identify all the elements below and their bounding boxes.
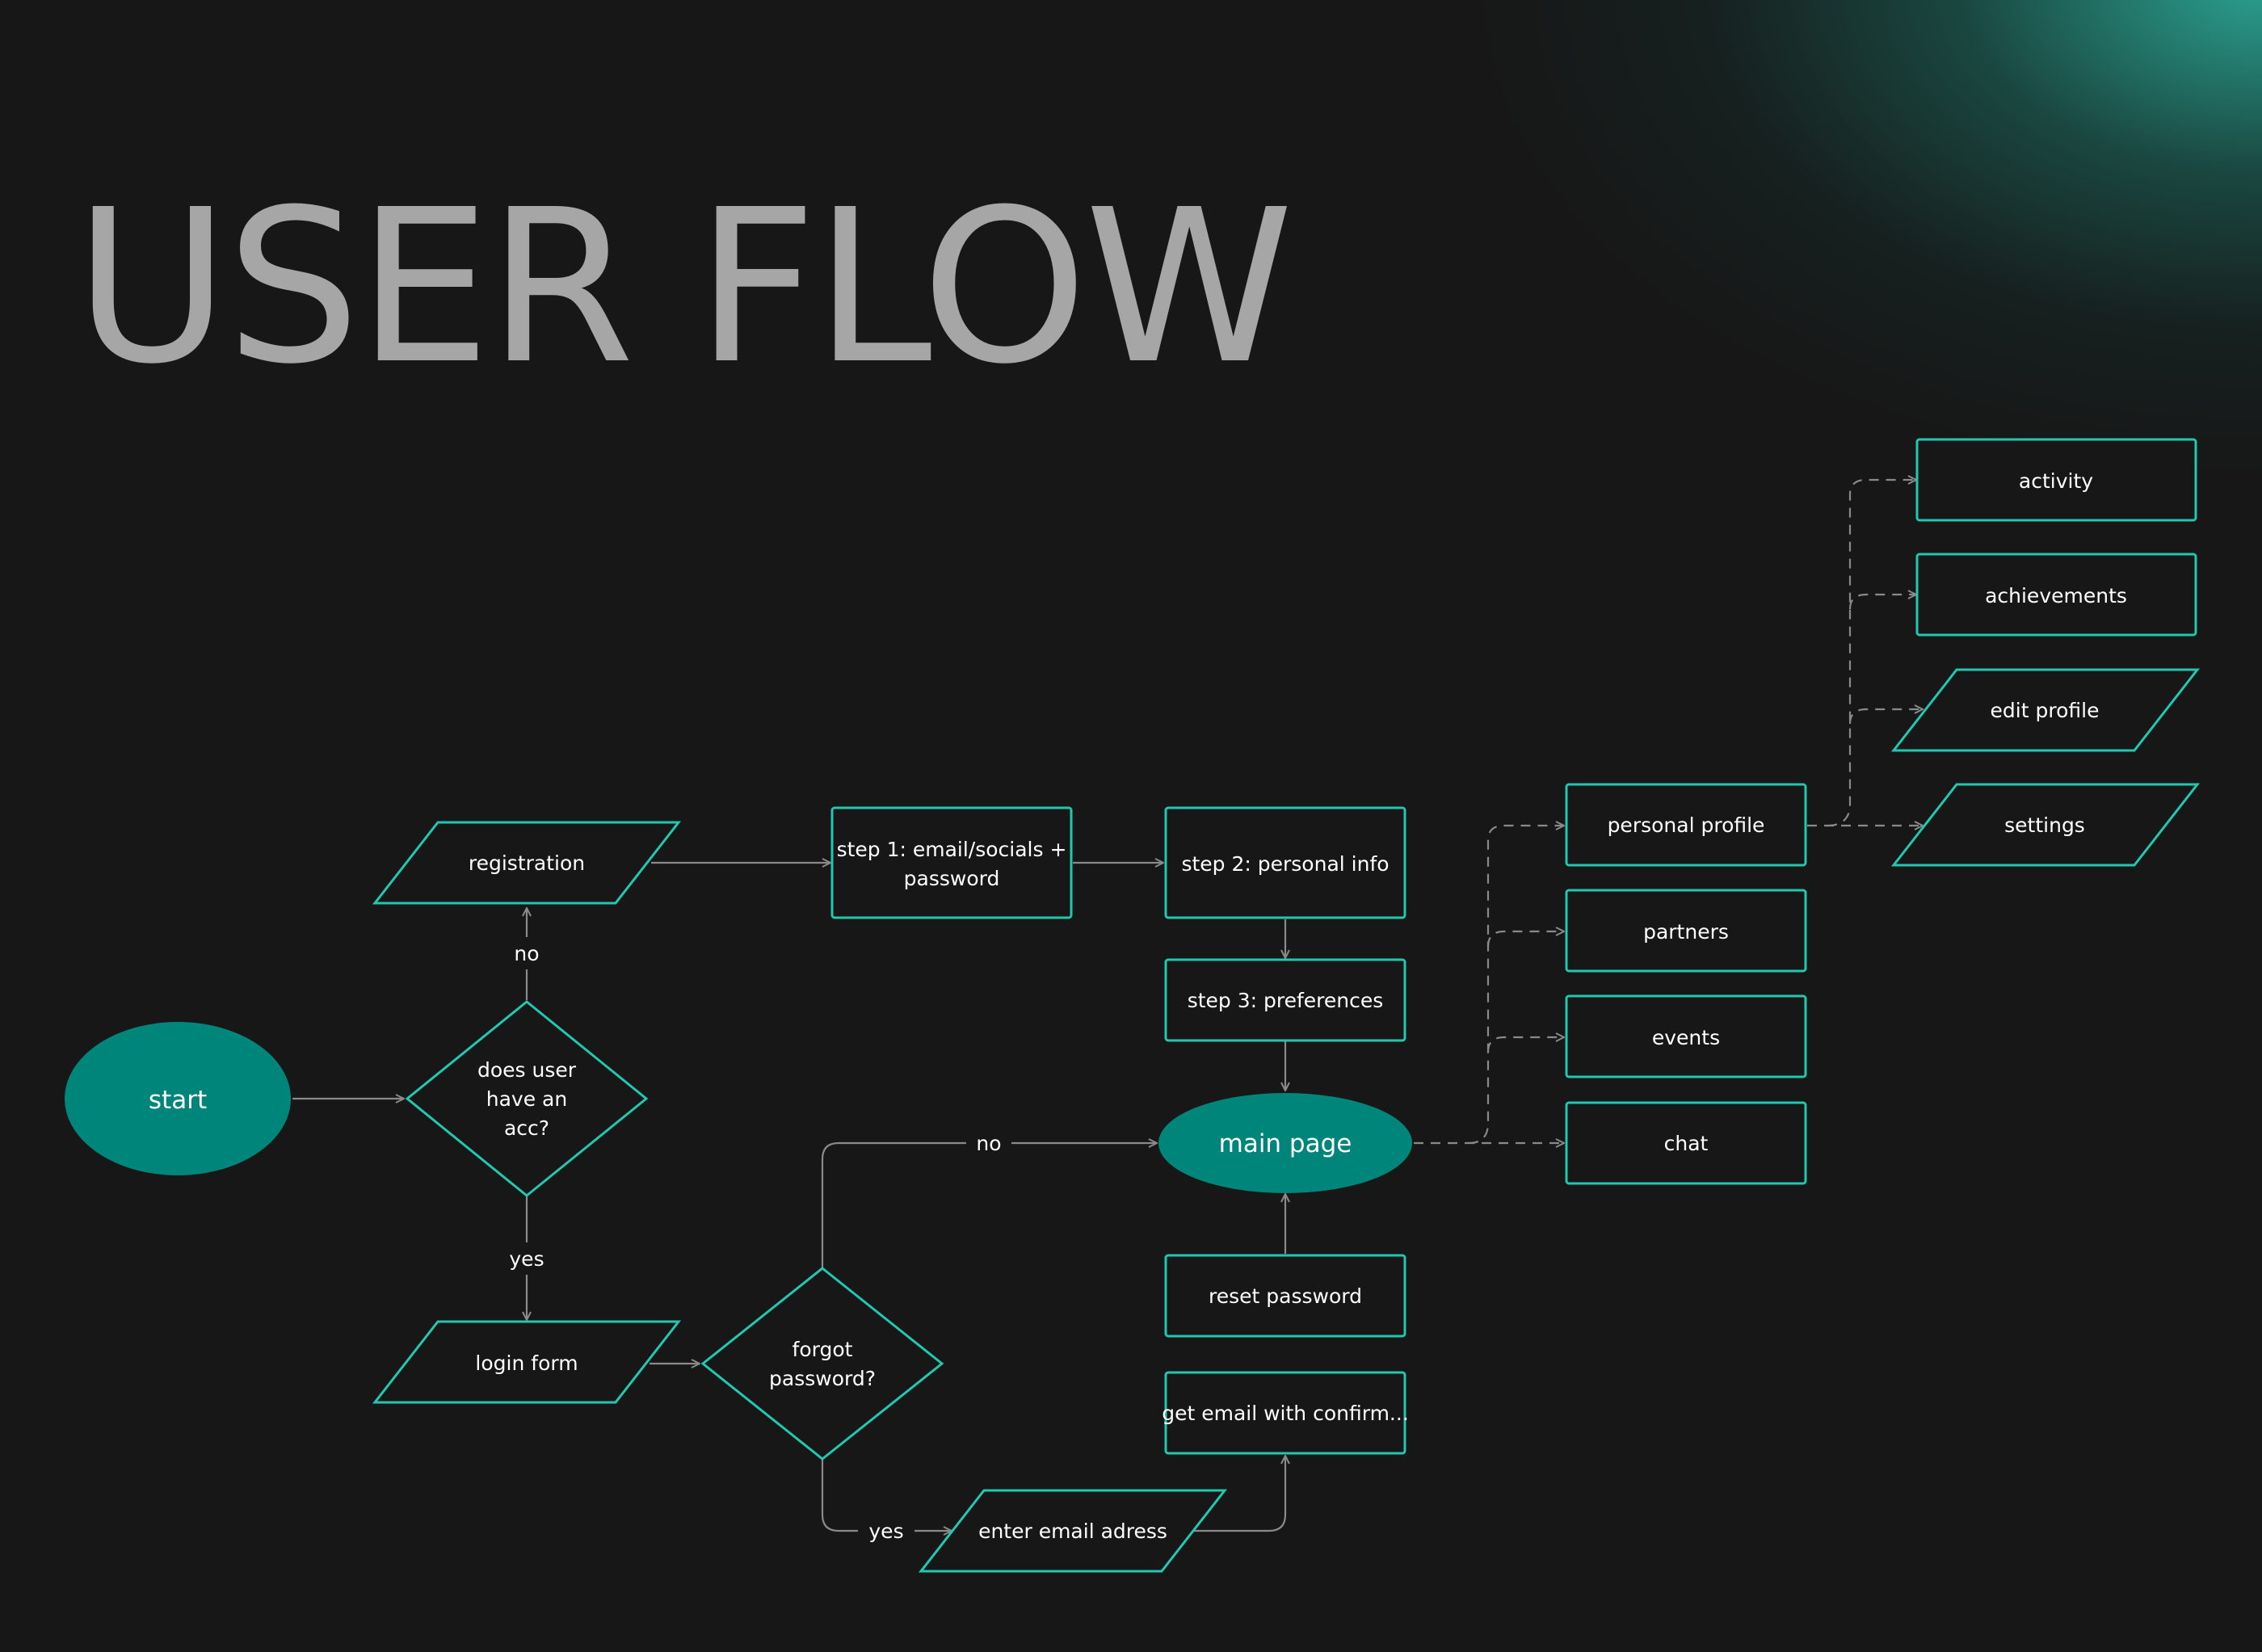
label-no-registration: no xyxy=(514,942,539,965)
node-edit-profile-label: edit profile xyxy=(1991,699,2100,722)
node-login-form-label: login form xyxy=(475,1351,578,1375)
forgot-line-2: password? xyxy=(769,1367,876,1390)
edge-main-trunk xyxy=(1468,826,1564,1145)
node-personal-profile-label: personal profile xyxy=(1608,813,1765,837)
node-reset-password[interactable]: reset password xyxy=(1164,1254,1406,1338)
label-no-main: no xyxy=(976,1132,1001,1155)
decision-line-1: does user xyxy=(477,1058,577,1082)
node-registration[interactable]: registration xyxy=(372,821,682,905)
node-step3-label: step 3: preferences xyxy=(1188,989,1384,1012)
edges xyxy=(292,480,1923,1531)
node-get-email-label: get email with confirm... xyxy=(1162,1402,1409,1425)
edge-forgot-to-enter-email xyxy=(821,1459,952,1531)
edge-forgot-to-main xyxy=(821,1143,1157,1268)
node-start-label: start xyxy=(149,1086,207,1115)
node-events-label: events xyxy=(1652,1026,1720,1049)
node-settings-label: settings xyxy=(2004,813,2085,837)
node-forgot-password[interactable]: forgot password? xyxy=(700,1267,944,1461)
node-enter-email[interactable]: enter email adress xyxy=(918,1489,1228,1573)
step1-line-2: password xyxy=(904,867,1000,890)
node-step2-label: step 2: personal info xyxy=(1181,852,1389,876)
node-activity-label: activity xyxy=(2019,469,2093,493)
node-does-user-have-acc[interactable]: does user have an acc? xyxy=(405,1000,649,1197)
node-main-page-label: main page xyxy=(1219,1129,1352,1158)
node-login-form[interactable]: login form xyxy=(372,1320,682,1404)
node-events[interactable]: events xyxy=(1565,994,1807,1078)
node-step3[interactable]: step 3: preferences xyxy=(1164,958,1406,1042)
node-get-email[interactable]: get email with confirm... xyxy=(1162,1371,1409,1455)
label-yes-enter-email: yes xyxy=(868,1520,903,1543)
step1-line-1: step 1: email/socials + xyxy=(837,838,1067,861)
node-step1[interactable]: step 1: email/socials + password xyxy=(830,806,1073,919)
node-enter-email-label: enter email adress xyxy=(978,1520,1167,1543)
edge-main-to-partners xyxy=(1486,931,1564,948)
node-edit-profile[interactable]: edit profile xyxy=(1890,668,2201,752)
forgot-line-1: forgot xyxy=(793,1338,853,1361)
node-chat[interactable]: chat xyxy=(1565,1101,1807,1185)
node-activity[interactable]: activity xyxy=(1915,438,2197,522)
edge-main-to-events xyxy=(1486,1037,1564,1053)
edge-labels: no yes no yes xyxy=(499,937,1011,1547)
node-reset-password-label: reset password xyxy=(1209,1284,1362,1308)
node-settings[interactable]: settings xyxy=(1890,783,2201,867)
edge-profile-trunk xyxy=(1827,480,1916,827)
node-start[interactable]: start xyxy=(65,1022,291,1175)
node-achievements[interactable]: achievements xyxy=(1915,553,2197,637)
node-personal-profile[interactable]: personal profile xyxy=(1565,783,1807,867)
node-main-page[interactable]: main page xyxy=(1158,1093,1412,1193)
node-step2[interactable]: step 2: personal info xyxy=(1164,806,1406,919)
node-registration-label: registration xyxy=(469,851,585,875)
node-achievements-label: achievements xyxy=(1985,584,2127,607)
edge-enter-email-to-get-email xyxy=(1194,1456,1285,1532)
label-yes-login: yes xyxy=(509,1247,544,1271)
node-chat-label: chat xyxy=(1664,1132,1709,1155)
page-title: USER FLOW xyxy=(74,164,1294,410)
decision-line-3: acc? xyxy=(504,1116,549,1140)
decision-line-2: have an xyxy=(486,1087,567,1111)
node-partners-label: partners xyxy=(1643,920,1729,944)
node-partners[interactable]: partners xyxy=(1565,889,1807,973)
edge-profile-to-achievements xyxy=(1848,595,1916,610)
edge-profile-to-edit xyxy=(1848,709,1923,725)
